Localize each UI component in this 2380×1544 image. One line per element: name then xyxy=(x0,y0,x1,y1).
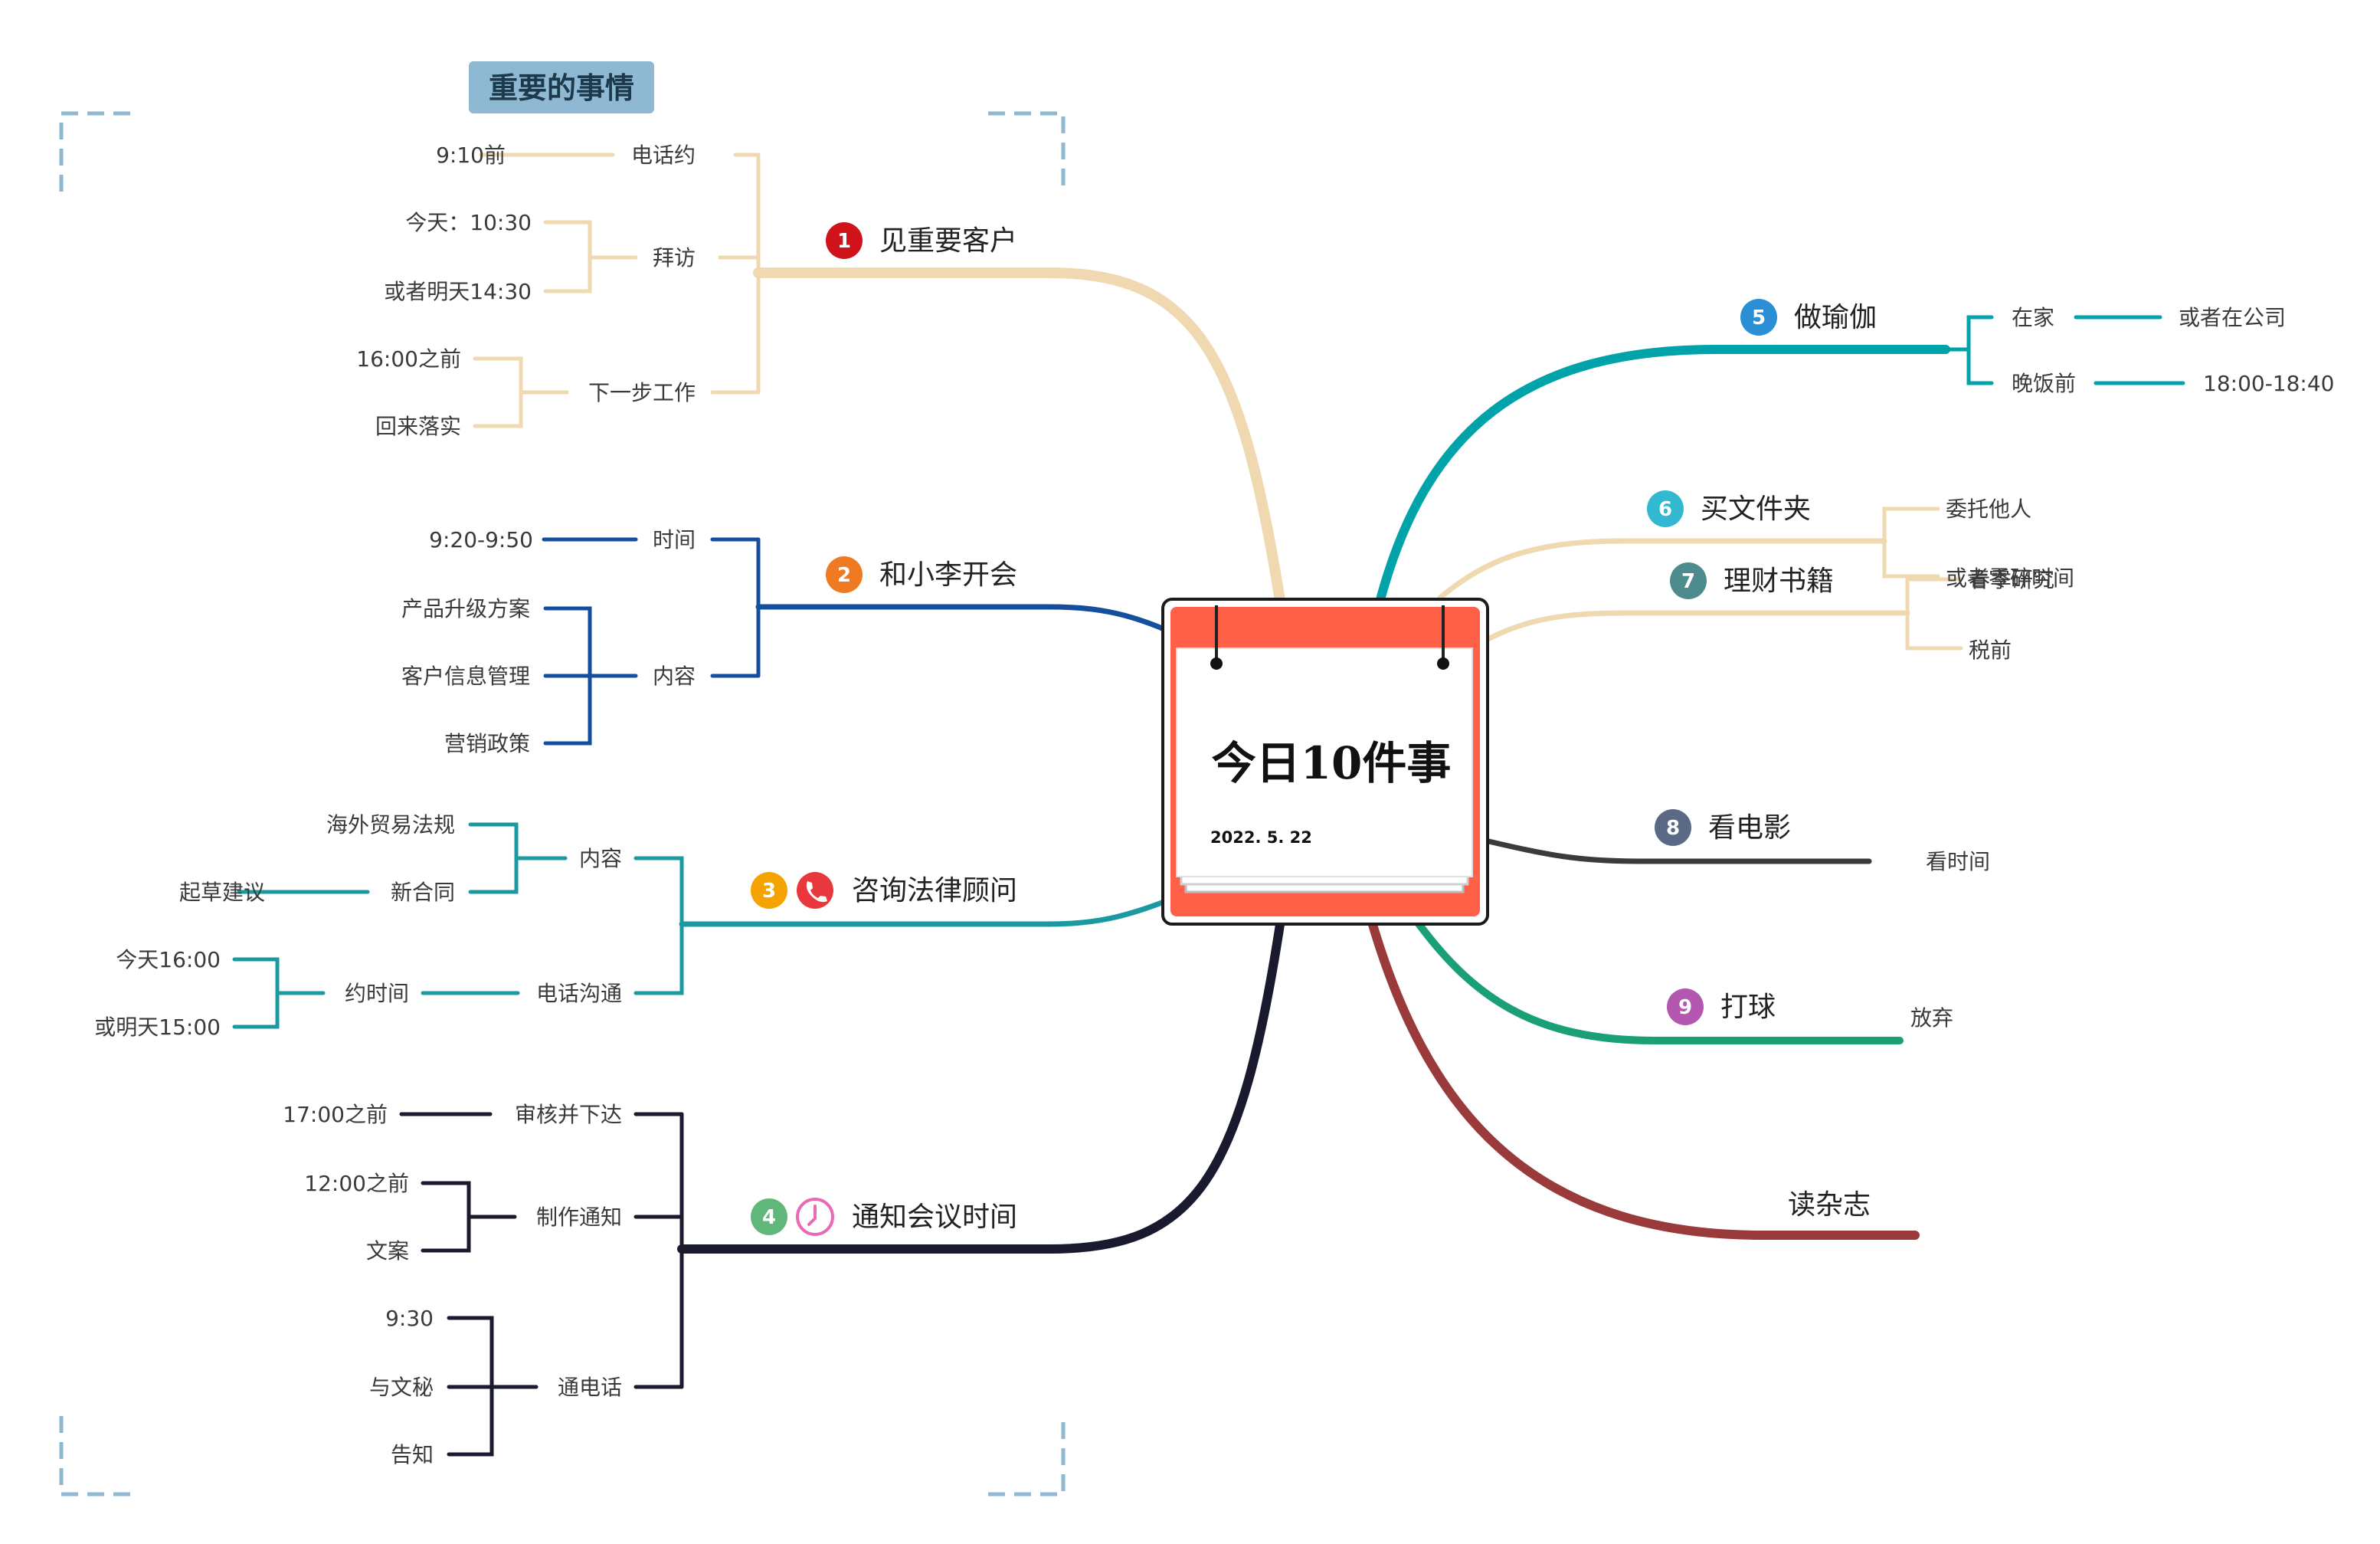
topic-legal-consult[interactable]: 咨询法律顾问 xyxy=(852,875,1017,906)
subtopic-content[interactable]: 内容 xyxy=(653,664,696,689)
leaf-tomorrow-1500[interactable]: 或明天15:00 xyxy=(94,1015,221,1040)
number-9-icon xyxy=(1667,988,1704,1025)
leaf-new-contract[interactable]: 新合同 xyxy=(391,880,455,905)
leaf-910-before[interactable]: 9:10前 xyxy=(436,143,506,168)
branch-8 xyxy=(1479,837,1872,864)
branch-8-labels: 8 看电影 看时间 xyxy=(1655,809,1990,874)
branch-10-labels: 读杂志 xyxy=(1788,1189,1871,1221)
branch-7 xyxy=(1479,577,1963,651)
leaf-tomorrow-1430[interactable]: 或者明天14:30 xyxy=(384,279,532,304)
leaf-1800-1840[interactable]: 18:00-18:40 xyxy=(2203,371,2335,396)
leaf-follow-up[interactable]: 回来落实 xyxy=(375,414,461,439)
subtopic-time[interactable]: 时间 xyxy=(653,527,696,552)
number-9-text: 9 xyxy=(1678,996,1692,1019)
topic-notify-meeting[interactable]: 通知会议时间 xyxy=(852,1201,1017,1233)
branch-2 xyxy=(542,537,1169,746)
leaf-before-1600[interactable]: 16:00之前 xyxy=(356,346,461,372)
leaf-make-appointment[interactable]: 约时间 xyxy=(345,981,409,1006)
branch-3-labels: 3 咨询法律顾问 内容 海外贸易法规 新合同 起草建议 电话沟通 约时间 今天1… xyxy=(94,812,1017,1040)
central-title: 今日10件事 xyxy=(1212,737,1452,789)
branch-9-labels: 9 打球 放弃 xyxy=(1667,988,1953,1031)
topic-movie[interactable]: 看电影 xyxy=(1708,812,1791,844)
number-3-text: 3 xyxy=(762,880,776,903)
branch-10 xyxy=(1367,915,1920,1240)
leaf-with-secretary[interactable]: 与文秘 xyxy=(369,1375,434,1400)
leaf-before-1200[interactable]: 12:00之前 xyxy=(304,1171,409,1196)
number-1-text: 1 xyxy=(837,230,851,253)
branch-4 xyxy=(399,915,1285,1457)
phone-icon xyxy=(797,872,833,909)
number-5-icon xyxy=(1740,299,1777,336)
leaf-draft-advice[interactable]: 起草建议 xyxy=(179,880,265,905)
leaf-copy-text[interactable]: 文案 xyxy=(366,1238,409,1264)
topic-meeting-xiaoli[interactable]: 和小李开会 xyxy=(879,559,1017,591)
leaf-today-1600[interactable]: 今天16:00 xyxy=(116,947,221,972)
leaf-give-up[interactable]: 放弃 xyxy=(1910,1005,1953,1031)
branch-5-labels: 5 做瑜伽 在家 或者在公司 晚饭前 18:00-18:40 xyxy=(1740,299,2335,396)
leaf-customer-info[interactable]: 客户信息管理 xyxy=(401,664,530,689)
subtopic-before-dinner[interactable]: 晚饭前 xyxy=(2012,371,2076,396)
leaf-before-1700[interactable]: 17:00之前 xyxy=(283,1102,388,1127)
leaf-920-950[interactable]: 9:20-9:50 xyxy=(429,527,533,552)
leaf-check-time[interactable]: 看时间 xyxy=(1926,849,1990,874)
leaf-pre-tax[interactable]: 税前 xyxy=(1969,638,2012,663)
branch-4-labels: 4 通知会议时间 审核并下达 17:00之前 制作通知 12:00之前 文案 通… xyxy=(283,1102,1017,1467)
number-4-text: 4 xyxy=(762,1206,776,1229)
branch-1 xyxy=(473,152,1286,611)
subtopic-at-home[interactable]: 在家 xyxy=(2012,305,2054,330)
number-2-text: 2 xyxy=(837,564,851,587)
leaf-spare-time[interactable]: 或者零碎时间 xyxy=(1946,565,2074,591)
number-7-text: 7 xyxy=(1681,570,1695,593)
number-6-text: 6 xyxy=(1658,498,1672,521)
subtopic-content-3[interactable]: 内容 xyxy=(579,846,622,871)
topic-finance-books[interactable]: 理财书籍 xyxy=(1724,565,1834,597)
leaf-930[interactable]: 9:30 xyxy=(385,1306,434,1331)
important-things-label: 重要的事情 xyxy=(489,71,634,105)
number-7-icon xyxy=(1670,562,1707,599)
subtopic-phone-call[interactable]: 通电话 xyxy=(558,1375,622,1400)
branch-3 xyxy=(232,822,1169,1029)
leaf-inform[interactable]: 告知 xyxy=(391,1442,434,1467)
branch-6 xyxy=(1437,506,1940,601)
leaf-delegate[interactable]: 委托他人 xyxy=(1946,497,2031,522)
topic-meet-client[interactable]: 见重要客户 xyxy=(879,225,1017,257)
topic-yoga[interactable]: 做瑜伽 xyxy=(1794,302,1877,333)
leaf-spring-research[interactable]: 春季研究 xyxy=(1969,567,2054,592)
subtopic-next-step[interactable]: 下一步工作 xyxy=(588,380,696,405)
subtopic-phone-communication[interactable]: 电话沟通 xyxy=(536,981,622,1006)
branch-6-7-labels: 6 买文件夹 委托他人 或者零碎时间 7 理财书籍 春季研究 税前 xyxy=(1647,490,2074,663)
branch-1-labels: 1 见重要客户 电话约 9:10前 拜访 今天：10:30 或者明天14:30 … xyxy=(356,143,1017,439)
leaf-foreign-trade-law[interactable]: 海外贸易法规 xyxy=(326,812,455,838)
leaf-product-upgrade[interactable]: 产品升级方案 xyxy=(401,596,530,621)
topic-read-magazine[interactable]: 读杂志 xyxy=(1788,1189,1871,1221)
central-topic[interactable]: 今日10件事 2022. 5. 22 xyxy=(1161,598,1489,926)
number-8-text: 8 xyxy=(1666,817,1680,840)
topic-buy-folder[interactable]: 买文件夹 xyxy=(1701,493,1811,525)
number-5-text: 5 xyxy=(1752,307,1766,329)
branch-9 xyxy=(1409,913,1904,1044)
subtopic-visit[interactable]: 拜访 xyxy=(653,245,696,270)
important-things-tag[interactable]: 重要的事情 xyxy=(469,61,654,113)
topic-play-ball[interactable]: 打球 xyxy=(1720,992,1776,1023)
central-date: 2022. 5. 22 xyxy=(1210,828,1312,847)
number-2-icon xyxy=(826,556,863,593)
number-4-icon xyxy=(751,1198,787,1235)
branch-2-labels: 2 和小李开会 时间 9:20-9:50 内容 产品升级方案 客户信息管理 营销… xyxy=(401,527,1017,756)
clock-icon xyxy=(796,1198,834,1236)
focus-frame xyxy=(59,111,1066,1496)
subtopic-phone-appointment[interactable]: 电话约 xyxy=(631,143,696,168)
number-6-icon xyxy=(1647,490,1684,527)
number-1-icon xyxy=(826,222,863,259)
number-3-icon xyxy=(751,872,787,909)
leaf-marketing-policy[interactable]: 营销政策 xyxy=(444,731,530,756)
subtopic-make-notice[interactable]: 制作通知 xyxy=(536,1205,622,1230)
subtopic-review-issue[interactable]: 审核并下达 xyxy=(515,1102,622,1127)
number-8-icon xyxy=(1655,809,1691,846)
branch-5 xyxy=(1374,315,2185,610)
leaf-or-at-office[interactable]: 或者在公司 xyxy=(2179,305,2286,330)
leaf-today-1030[interactable]: 今天：10:30 xyxy=(405,210,532,235)
